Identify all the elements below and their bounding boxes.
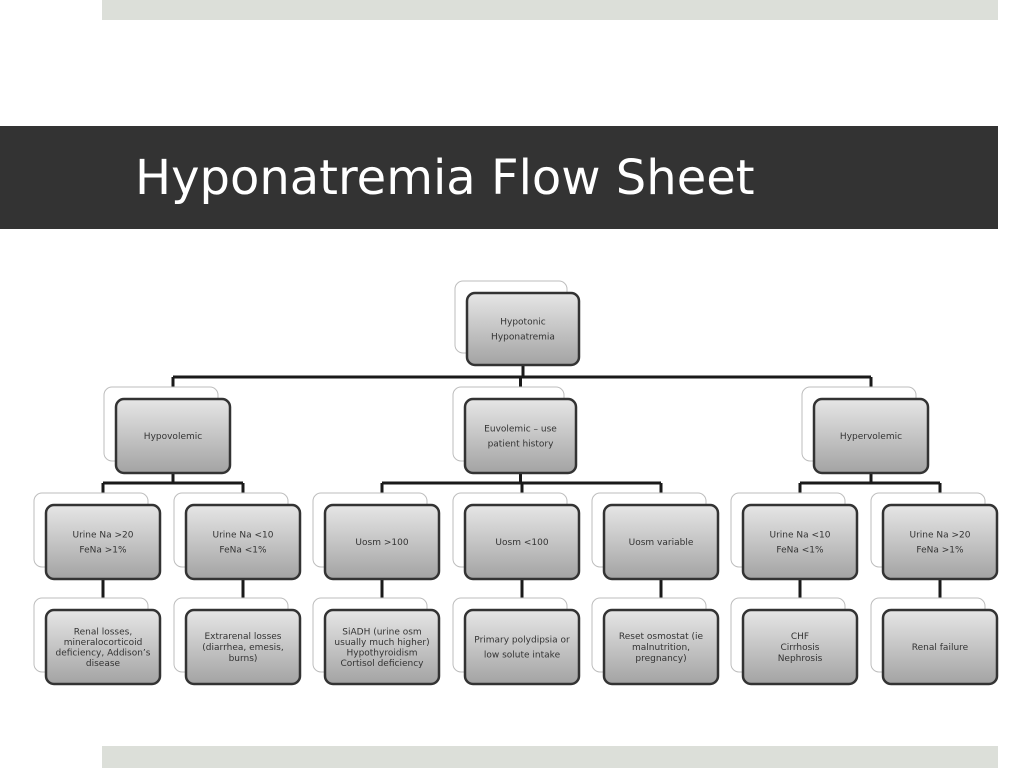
node-box [602,608,720,686]
node-hypervolemic: Hypervolemic [801,386,930,475]
node-box [114,397,232,475]
node-label-line: Primary polydipsia or [474,636,570,646]
node-label-line: Hypervolemic [840,432,902,442]
node-label-line: Cortisol deficiency [341,659,425,669]
node-box [463,503,581,581]
top-decorative-band [102,0,998,20]
node-box [812,397,930,475]
node-uosm-low: Uosm <100 [452,492,581,581]
node-reset-osmostat: Reset osmostat (iemalnutrition,pregnancy… [591,597,720,686]
node-uosm-variable: Uosm variable [591,492,720,581]
node-extrarenal-losses: Extrarenal losses(diarrhea, emesis,burns… [173,597,302,686]
node-label-line: pregnancy) [635,654,686,664]
slide-title: Hyponatremia Flow Sheet [135,150,755,206]
node-label-line: Hypovolemic [144,432,202,442]
node-label-line: Uosm >100 [355,538,408,548]
node-polydipsia: Primary polydipsia or low solute intake [452,597,581,686]
node-label-line: malnutrition, [632,643,690,653]
node-box [463,608,581,686]
node-label-line: Uosm variable [629,538,694,548]
node-box [184,608,302,686]
node-label-line: Reset osmostat (ie [619,632,704,642]
node-label-line: Nephrosis [778,654,823,664]
node-label-line: Hyponatremia [491,333,555,343]
node-uosm-high: Uosm >100 [312,492,441,581]
node-label-line: Urine Na >20 [910,531,971,541]
node-box [44,503,162,581]
node-box [881,608,999,686]
node-hypovolemic: Hypovolemic [103,386,232,475]
node-label-line: FeNa >1% [916,546,964,556]
node-label-line: Euvolemic – use [484,425,557,435]
node-box [323,503,441,581]
node-label-line: low solute intake [484,651,561,661]
node-label-line: Cirrhosis [781,643,820,653]
node-label-line: Hypothyroidism [346,648,417,658]
node-box [323,608,441,686]
node-label-line: Urine Na >20 [73,531,134,541]
node-label-line: Extrarenal losses [205,632,282,642]
node-label-line: (diarrhea, emesis, [202,643,283,653]
node-box [602,503,720,581]
node-box [184,503,302,581]
node-label-line: Renal failure [912,643,969,653]
node-label-line: Urine Na <10 [213,531,274,541]
node-euvolemic: Euvolemic – use patient history [452,386,578,475]
node-label-line: Renal losses, [74,627,132,637]
bottom-decorative-band [102,746,998,768]
node-label-line: deficiency, Addison’s [56,648,151,658]
node-label-line: FeNa >1% [79,546,127,556]
node-box [463,397,578,475]
node-label-line: Urine Na <10 [770,531,831,541]
node-box [741,503,859,581]
title-bar [0,126,998,229]
node-label-line: burns) [229,654,258,664]
node-label-line: mineralocorticoid [64,638,143,648]
node-label-line: usually much higher) [334,638,429,648]
node-renal-losses: Renal losses,mineralocorticoiddeficiency… [33,597,162,686]
node-label-line: Hypotonic [500,318,546,328]
node-box [741,608,859,686]
node-renal-failure: Renal failure [870,597,999,686]
node-label-line: disease [86,659,121,669]
node-box [881,503,999,581]
node-box [44,608,162,686]
node-label-line: FeNa <1% [776,546,824,556]
node-label-line: patient history [488,440,555,450]
node-label-line: FeNa <1% [219,546,267,556]
node-label-line: Uosm <100 [495,538,548,548]
node-label-line: CHF [791,632,809,642]
node-label-line: SiADH (urine osm [342,627,421,637]
node-box [465,291,581,367]
